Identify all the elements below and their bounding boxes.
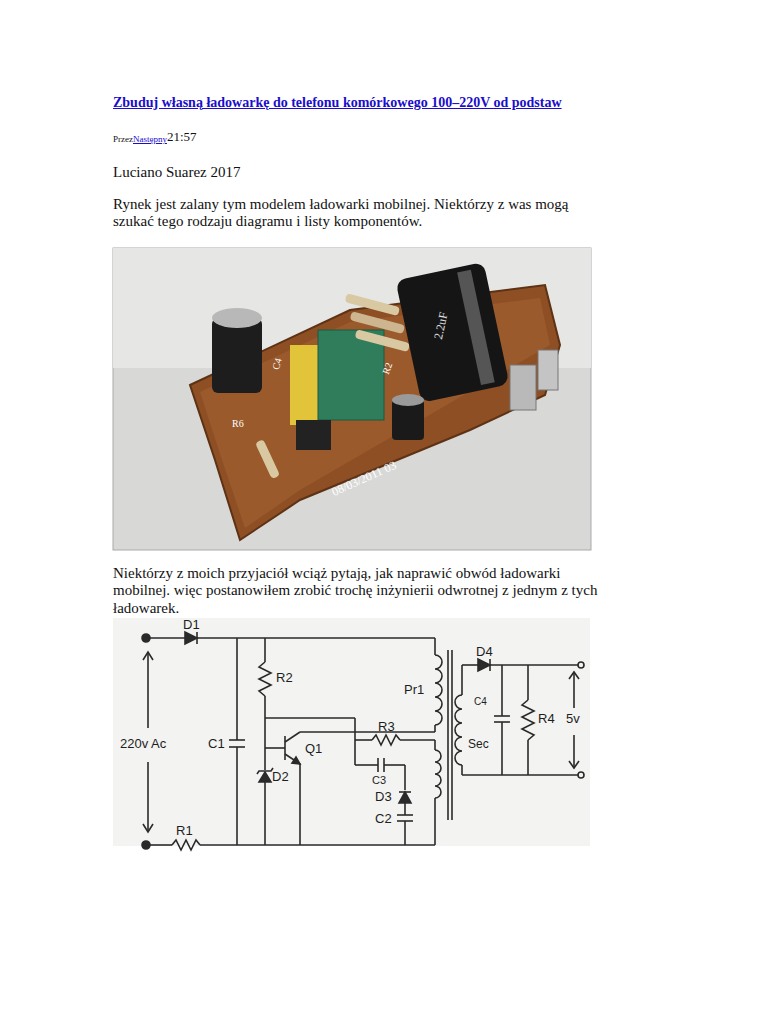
part-label: Q1 [305,742,322,757]
part-label: D4 [476,645,493,660]
part-label: R3 [378,720,395,735]
part-label: R1 [176,824,193,839]
part-label: C2 [375,812,392,827]
part-label: C4 [474,696,487,708]
part-label: Pr1 [404,683,424,698]
article-title: Zbuduj własną ładowarkę do telefonu komó… [113,95,562,111]
part-label: D1 [183,618,200,633]
part-label: D3 [375,790,392,805]
signal-label: 220v Ac [118,737,168,752]
paragraph: Niektórzy z moich przyjaciół wciąż pytaj… [113,565,621,617]
part-label: R4 [538,712,555,727]
paragraph: Rynek jest zalany tym modelem ładowarki … [113,196,575,231]
signal-label: 5v [564,712,582,727]
part-label: R2 [276,671,293,686]
byline-text: Przez [113,134,133,144]
part-label: C1 [208,737,225,752]
charger-schematic [113,618,590,850]
part-label: Sec [468,738,489,752]
photo-print: R6 [232,418,244,430]
author-line: Luciano Suarez 2017 [113,164,240,181]
part-label: C3 [372,774,386,787]
author-link: Następny [133,134,167,144]
part-label: D2 [272,770,289,785]
pcb-photo [113,248,591,550]
byline-text: 21:57 [167,130,197,145]
